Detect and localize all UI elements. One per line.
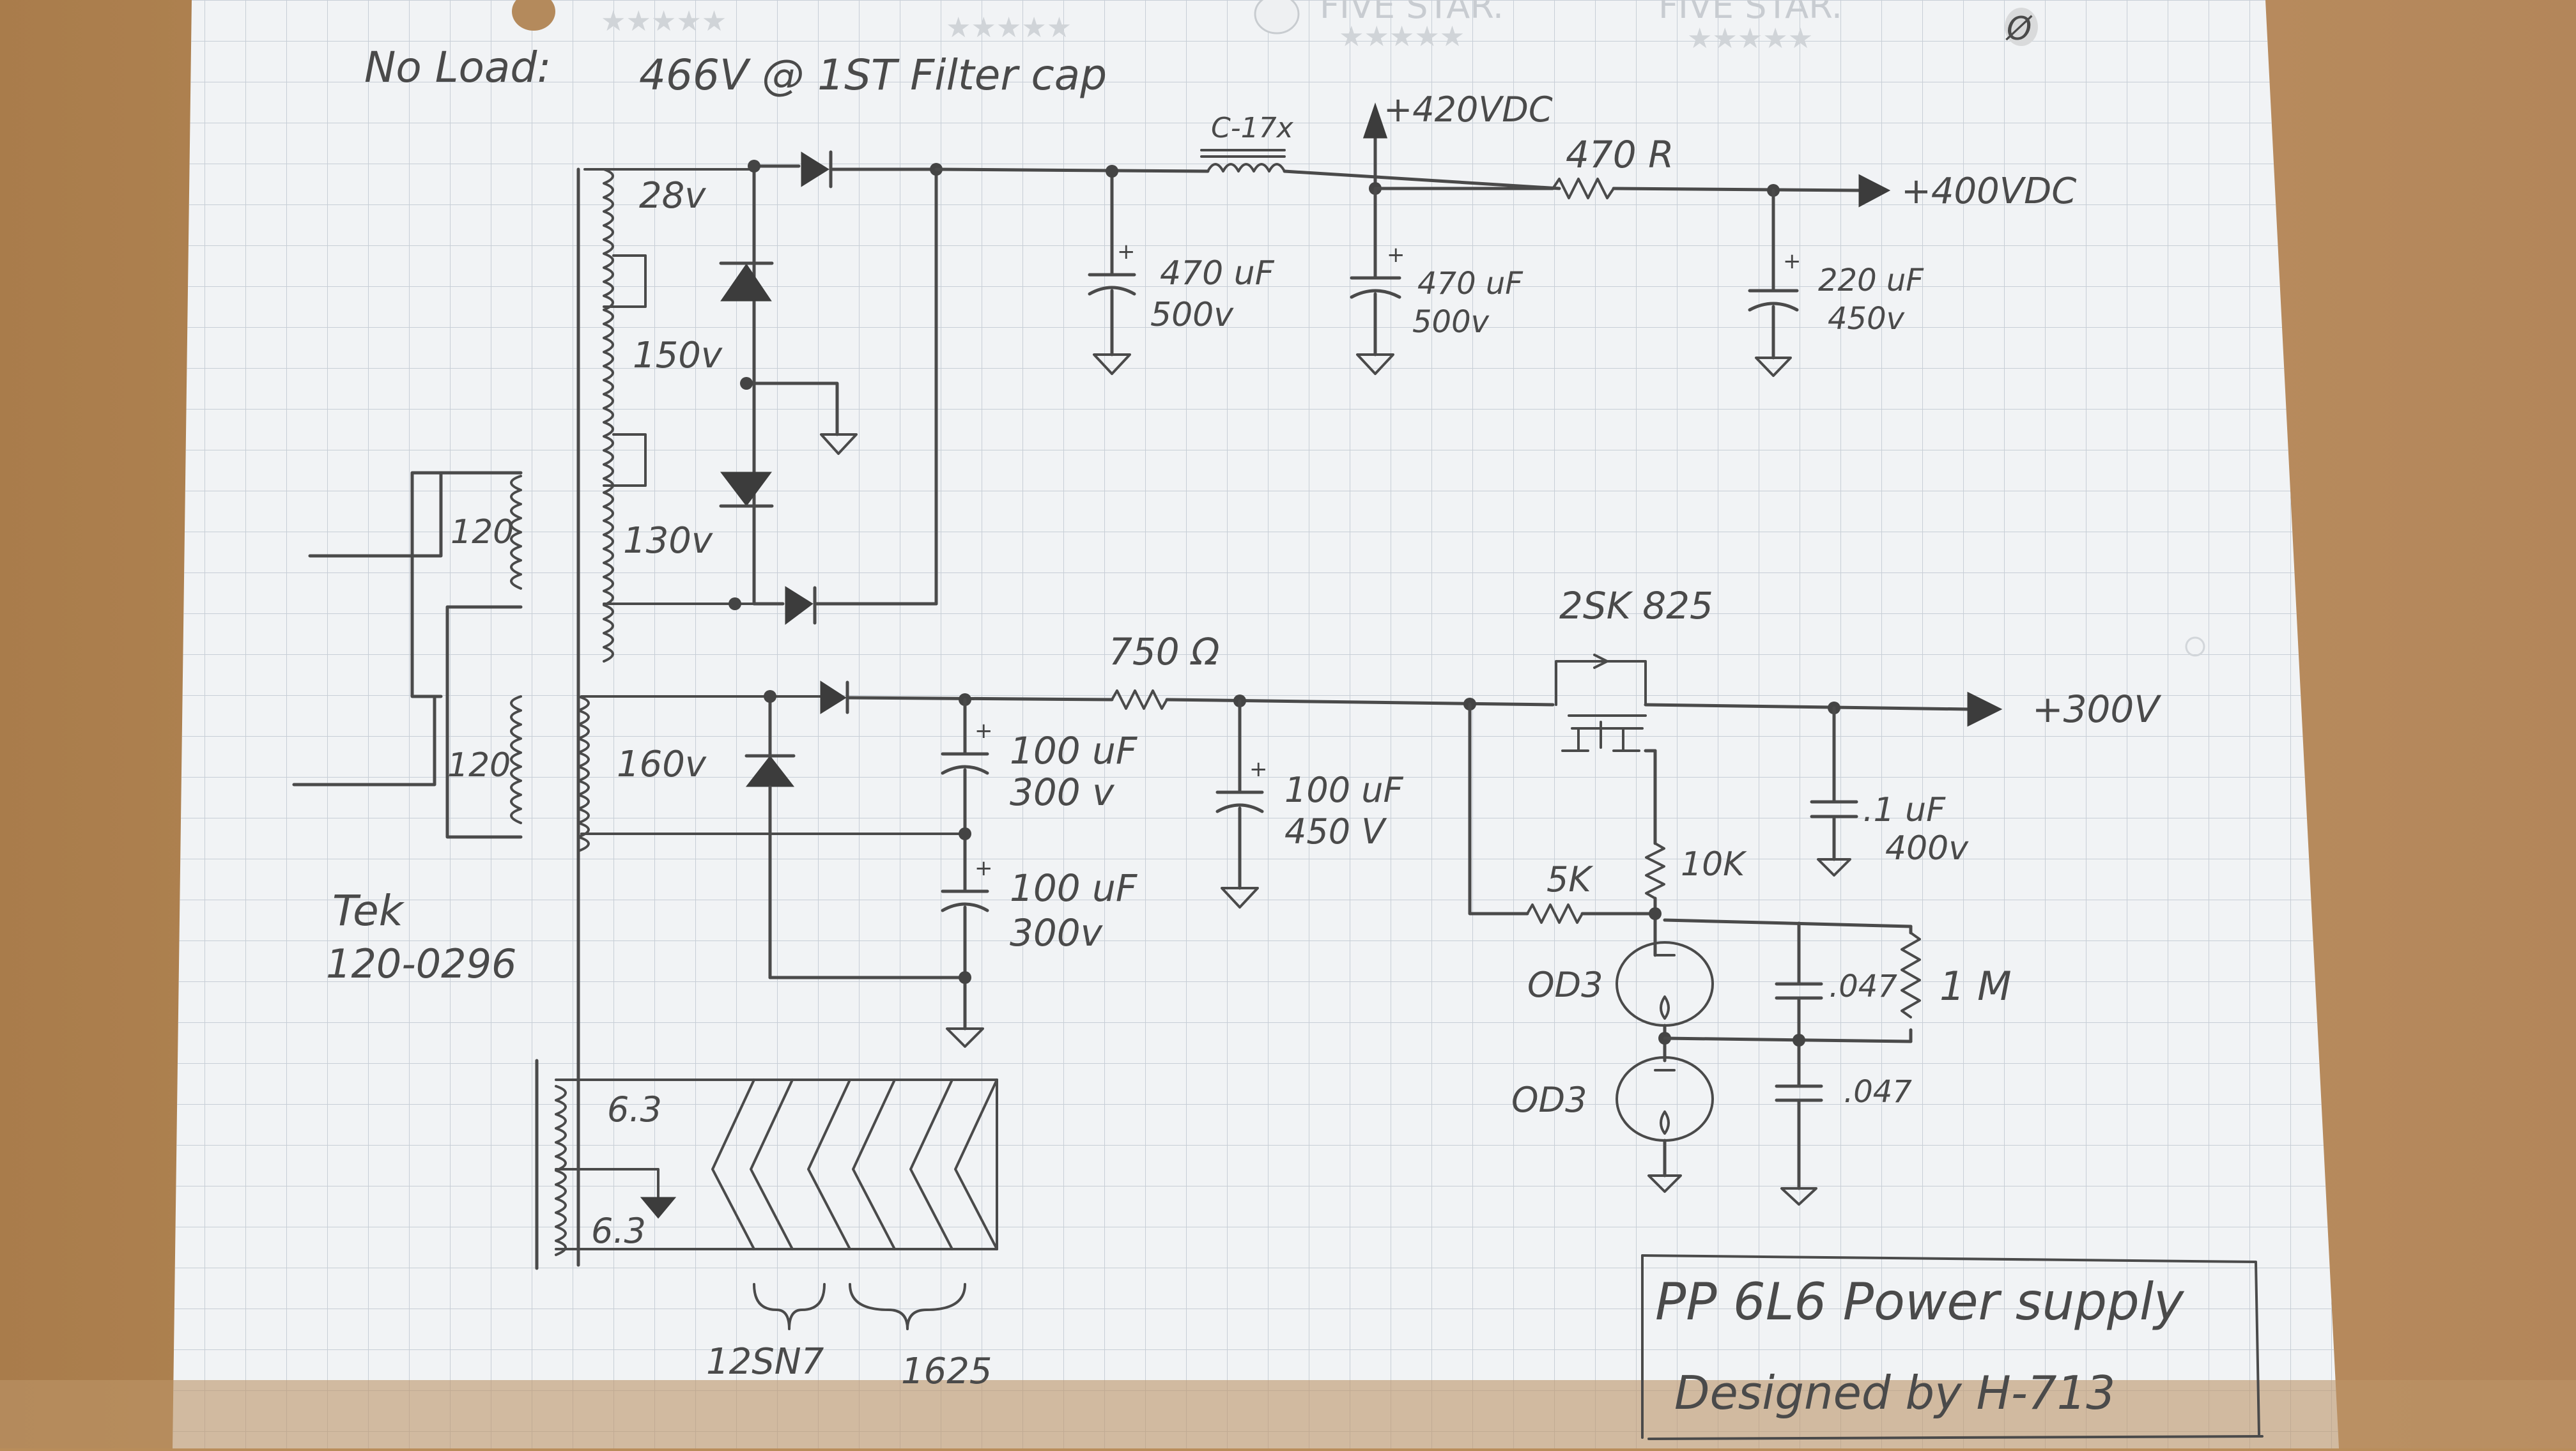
punch-hole	[512, 0, 555, 31]
tube2-label: OD3	[1511, 1080, 1587, 1120]
cap2-voltage: 500v	[1412, 304, 1490, 340]
resistor-470r-label: 470 R	[1566, 133, 1674, 176]
diode-d1	[801, 151, 829, 187]
ground-symbol	[820, 433, 858, 455]
tap-150v-label: 150v	[633, 335, 723, 376]
heater-top-label: 6.3	[607, 1089, 662, 1130]
note-value: 466V @ 1ST Filter cap	[639, 50, 1107, 100]
svg-text:+: +	[1249, 756, 1268, 782]
cap6-voltage: 450 V	[1284, 811, 1387, 852]
punch-hole	[1254, 0, 1300, 35]
regulated-output-label: +300V	[2032, 687, 2162, 731]
resistor-5k-label: 5K	[1546, 859, 1593, 900]
ground-symbol	[946, 1027, 984, 1048]
stars-mark: ★★★★★	[601, 5, 727, 38]
tap-28v-label: 28v	[639, 175, 706, 217]
ground-symbol	[1356, 353, 1394, 375]
hv-rectifier	[719, 150, 1210, 625]
cap5-value: 100 uF	[1010, 866, 1138, 910]
cap-047a-label: .047	[1829, 969, 1897, 1004]
svg-text:+: +	[1387, 242, 1405, 268]
hv-filter: + + +	[1088, 102, 1891, 377]
diode-d3	[720, 472, 772, 507]
ground-symbol	[1780, 1187, 1817, 1206]
brand-mark: FIVE STAR.	[1320, 0, 1504, 26]
primary-bottom-label: 120	[447, 746, 511, 785]
cap3-voltage: 450v	[1828, 301, 1905, 337]
title-block	[1641, 1254, 2264, 1440]
svg-text:+: +	[1117, 239, 1136, 265]
tap-130v-label: 130v	[623, 520, 713, 562]
svg-text:+: +	[975, 856, 993, 881]
svg-text:+: +	[1783, 249, 1801, 274]
punch-hole	[2005, 8, 2038, 46]
cap-047b-label: .047	[1844, 1074, 1912, 1110]
ground-symbol	[1221, 887, 1259, 909]
cap3-value: 220 uF	[1818, 263, 1924, 298]
transformer-part-number: 120-0296	[326, 940, 517, 987]
ground-symbol	[1755, 357, 1792, 377]
bypass-cap-value: .1 uF	[1863, 791, 1946, 829]
svg-text:+: +	[975, 718, 993, 744]
power-transformer	[292, 167, 998, 1330]
tap-160v-label: 160v	[617, 744, 707, 785]
cap6-value: 100 uF	[1284, 770, 1403, 810]
resistor-10k-label: 10K	[1681, 845, 1747, 884]
regulated-supply: + + +	[744, 654, 2003, 1206]
heater-bottom-label: 6.3	[591, 1211, 646, 1251]
designer-text: Designed by H-713	[1674, 1366, 2115, 1420]
ground-symbol	[1817, 858, 1851, 877]
cap2-value: 470 uF	[1417, 266, 1523, 302]
stars-mark: ★★★★★	[1339, 20, 1465, 53]
transformer-brand-label: Tek	[332, 886, 405, 935]
cap4-value: 100 uF	[1010, 729, 1138, 772]
bypass-cap-voltage: 400v	[1885, 829, 1969, 868]
diode-d4	[785, 586, 814, 625]
stars-mark: ★★★★★	[946, 12, 1072, 44]
heater-tube-1625: 1625	[901, 1351, 992, 1392]
svg-text:Ø: Ø	[2005, 10, 2033, 47]
mosfet-label: 2SK 825	[1559, 584, 1713, 627]
cap1-voltage: 500v	[1150, 296, 1234, 334]
diode-d2	[720, 263, 772, 302]
ground-symbol	[1093, 353, 1131, 375]
heater-tube-12sn7: 12SN7	[706, 1341, 824, 1383]
note-label: No Load:	[364, 43, 551, 92]
cap4-voltage: 300 v	[1010, 771, 1115, 814]
node-420v-label: +420VDC	[1384, 89, 1553, 130]
mosfet-2sk825	[1555, 654, 1647, 752]
hv-output-label: +400VDC	[1901, 171, 2076, 212]
cap5-voltage: 300v	[1010, 911, 1104, 955]
ground-symbol	[1647, 1174, 1682, 1193]
resistor-1m-label: 1 M	[1940, 963, 2012, 1010]
resistor-750-label: 750 Ω	[1109, 630, 1219, 673]
cap1-value: 470 uF	[1160, 254, 1275, 293]
tube1-label: OD3	[1527, 965, 1603, 1005]
choke-label: C-17x	[1211, 112, 1294, 144]
stars-mark: ★★★★★	[1687, 22, 1813, 55]
brand-mark: FIVE STAR.	[1658, 0, 1842, 26]
diode-d6	[820, 680, 847, 714]
primary-top-label: 120	[451, 513, 514, 551]
title-text: PP 6L6 Power supply	[1655, 1272, 2185, 1332]
